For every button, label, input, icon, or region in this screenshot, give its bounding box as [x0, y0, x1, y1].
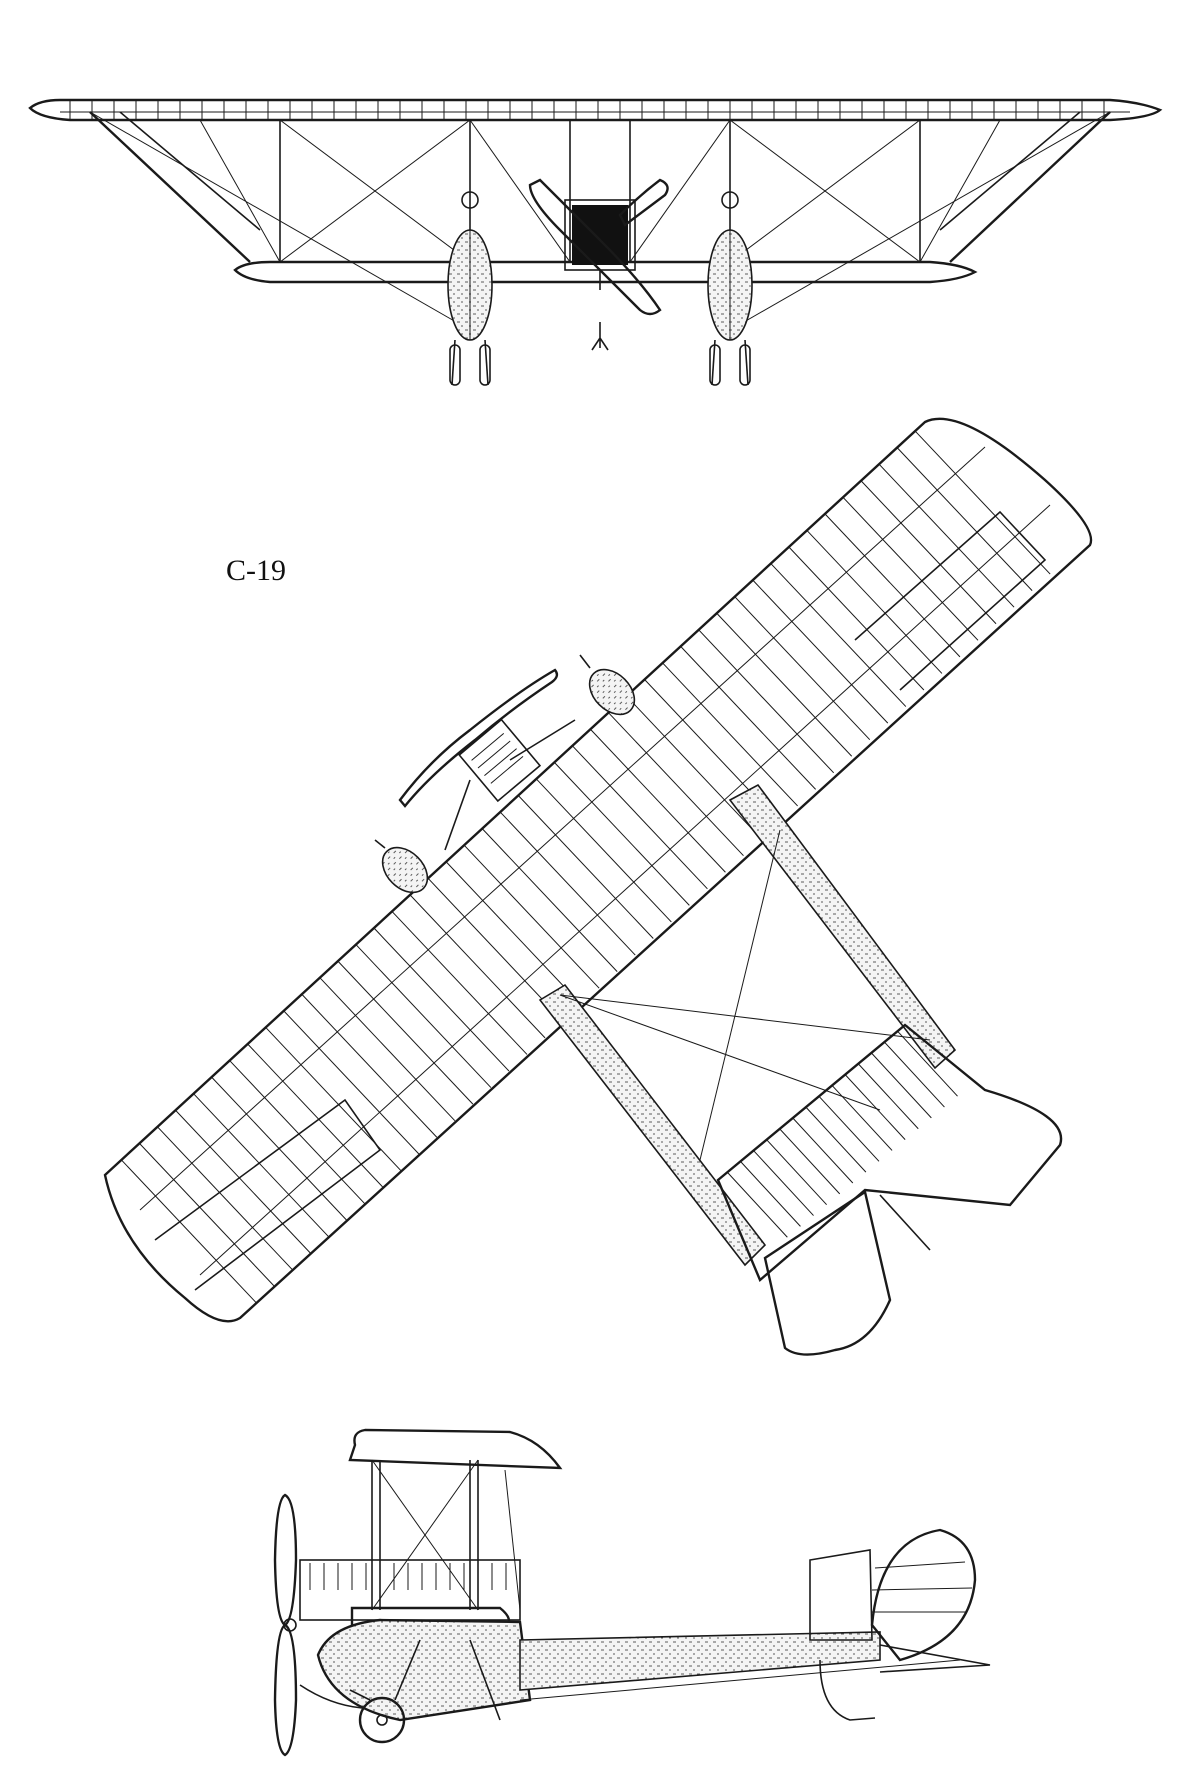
lower-wing-front — [233, 260, 978, 284]
rib-line — [857, 1063, 919, 1130]
upper-wing-front — [28, 98, 1163, 122]
rib-line — [897, 1030, 958, 1097]
central-engine-top — [444, 718, 576, 851]
rib-line — [517, 795, 654, 939]
rib-line — [121, 1159, 257, 1304]
rib-line — [463, 844, 600, 989]
rib-line — [884, 1041, 945, 1108]
rib-line — [319, 977, 456, 1122]
rib-line — [844, 1074, 906, 1140]
tail-boom-right — [728, 783, 957, 1070]
rudder-side — [870, 1528, 977, 1662]
rib-line — [824, 513, 961, 658]
rib-line — [752, 579, 889, 724]
rib-line — [805, 1106, 867, 1173]
rib-line — [842, 496, 979, 641]
upper-wing-side — [348, 1428, 563, 1470]
rib-line — [680, 646, 817, 790]
rib-line — [818, 1095, 880, 1162]
rib-line — [740, 1161, 801, 1227]
rib-line — [860, 480, 997, 625]
rib-line — [878, 463, 1015, 608]
engine-side — [299, 1559, 521, 1621]
rib-line — [734, 596, 871, 741]
engine-nacelle-top-lower — [374, 839, 429, 894]
tail-boom-side — [519, 1631, 881, 1691]
main-wing-top — [103, 417, 1093, 1323]
rib-line — [766, 1139, 827, 1206]
rib-line — [662, 662, 798, 807]
rib-line — [337, 960, 474, 1105]
top-view — [103, 417, 1093, 1356]
rib-line — [553, 762, 690, 906]
rib-line — [229, 1060, 366, 1204]
tailplane-top — [716, 1023, 1063, 1282]
rib-line — [409, 894, 546, 1039]
rib-line — [572, 745, 708, 890]
propeller-front — [528, 178, 669, 316]
rib-line — [608, 712, 744, 857]
rib-line — [914, 430, 1051, 575]
rib-line — [788, 546, 925, 691]
engine-nacelle-left — [447, 191, 493, 386]
rib-line — [355, 944, 492, 1088]
rib-line — [175, 1109, 311, 1254]
rib-line — [831, 1085, 893, 1151]
rib-line — [770, 563, 907, 707]
rib-line — [896, 447, 1033, 591]
rib-line — [535, 778, 672, 923]
rib-line — [792, 1117, 854, 1184]
rib-line — [283, 1010, 420, 1155]
rib-line — [806, 530, 943, 674]
rib-line — [626, 695, 762, 840]
rib-line — [716, 612, 853, 757]
rib-line — [193, 1093, 329, 1238]
rib-line — [157, 1126, 293, 1271]
aircraft-designation: С-19 — [226, 554, 286, 587]
rib-line — [139, 1143, 275, 1287]
front-view — [28, 98, 1163, 386]
tail-boom-left — [538, 983, 767, 1267]
propeller-top — [398, 668, 559, 808]
rib-line — [870, 1052, 932, 1119]
rib-line — [590, 728, 726, 873]
rib-line — [499, 811, 636, 956]
rib-line — [265, 1027, 402, 1171]
elevator-top — [763, 1190, 892, 1356]
rib-line — [391, 911, 528, 1055]
rib-line — [698, 629, 835, 774]
landing-gear — [299, 1639, 421, 1744]
rib-line — [427, 877, 564, 1022]
rib-line — [779, 1128, 841, 1195]
rib-line — [301, 993, 438, 1138]
rib-line — [373, 927, 510, 1072]
side-view — [273, 1428, 991, 1757]
rib-line — [726, 1171, 788, 1238]
engine-nacelle-right — [707, 191, 753, 386]
propeller-side — [273, 1493, 298, 1757]
rib-line — [753, 1150, 814, 1216]
rib-line — [445, 861, 582, 1006]
rib-line — [247, 1043, 384, 1188]
fuselage-side — [316, 1618, 532, 1722]
rib-line — [481, 828, 618, 972]
engine-nacelle-top-upper — [579, 654, 636, 716]
